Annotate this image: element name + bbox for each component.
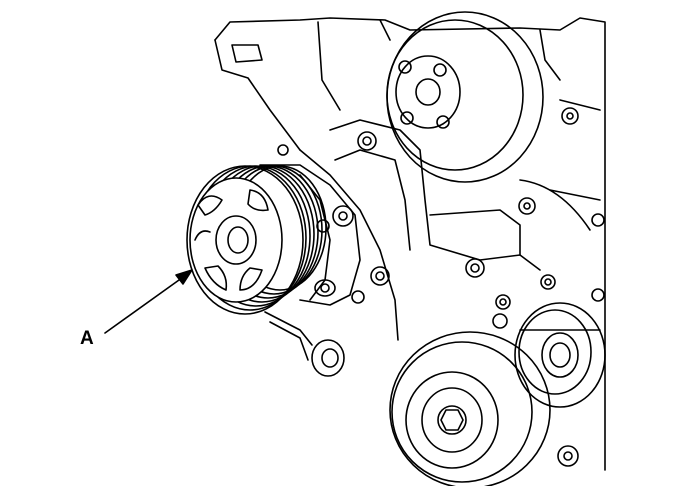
pressure-hose	[264, 311, 345, 377]
crankshaft-pulley	[389, 331, 551, 486]
bolts	[277, 107, 605, 467]
callout-label-a: A	[80, 328, 94, 349]
callout-arrow	[104, 269, 193, 334]
engine-block-outline	[214, 17, 606, 471]
mounting-bracket	[329, 119, 541, 278]
power-steering-pump-pulley	[186, 165, 327, 315]
idler-pulley	[514, 302, 606, 408]
water-pump-pulley	[386, 11, 544, 183]
